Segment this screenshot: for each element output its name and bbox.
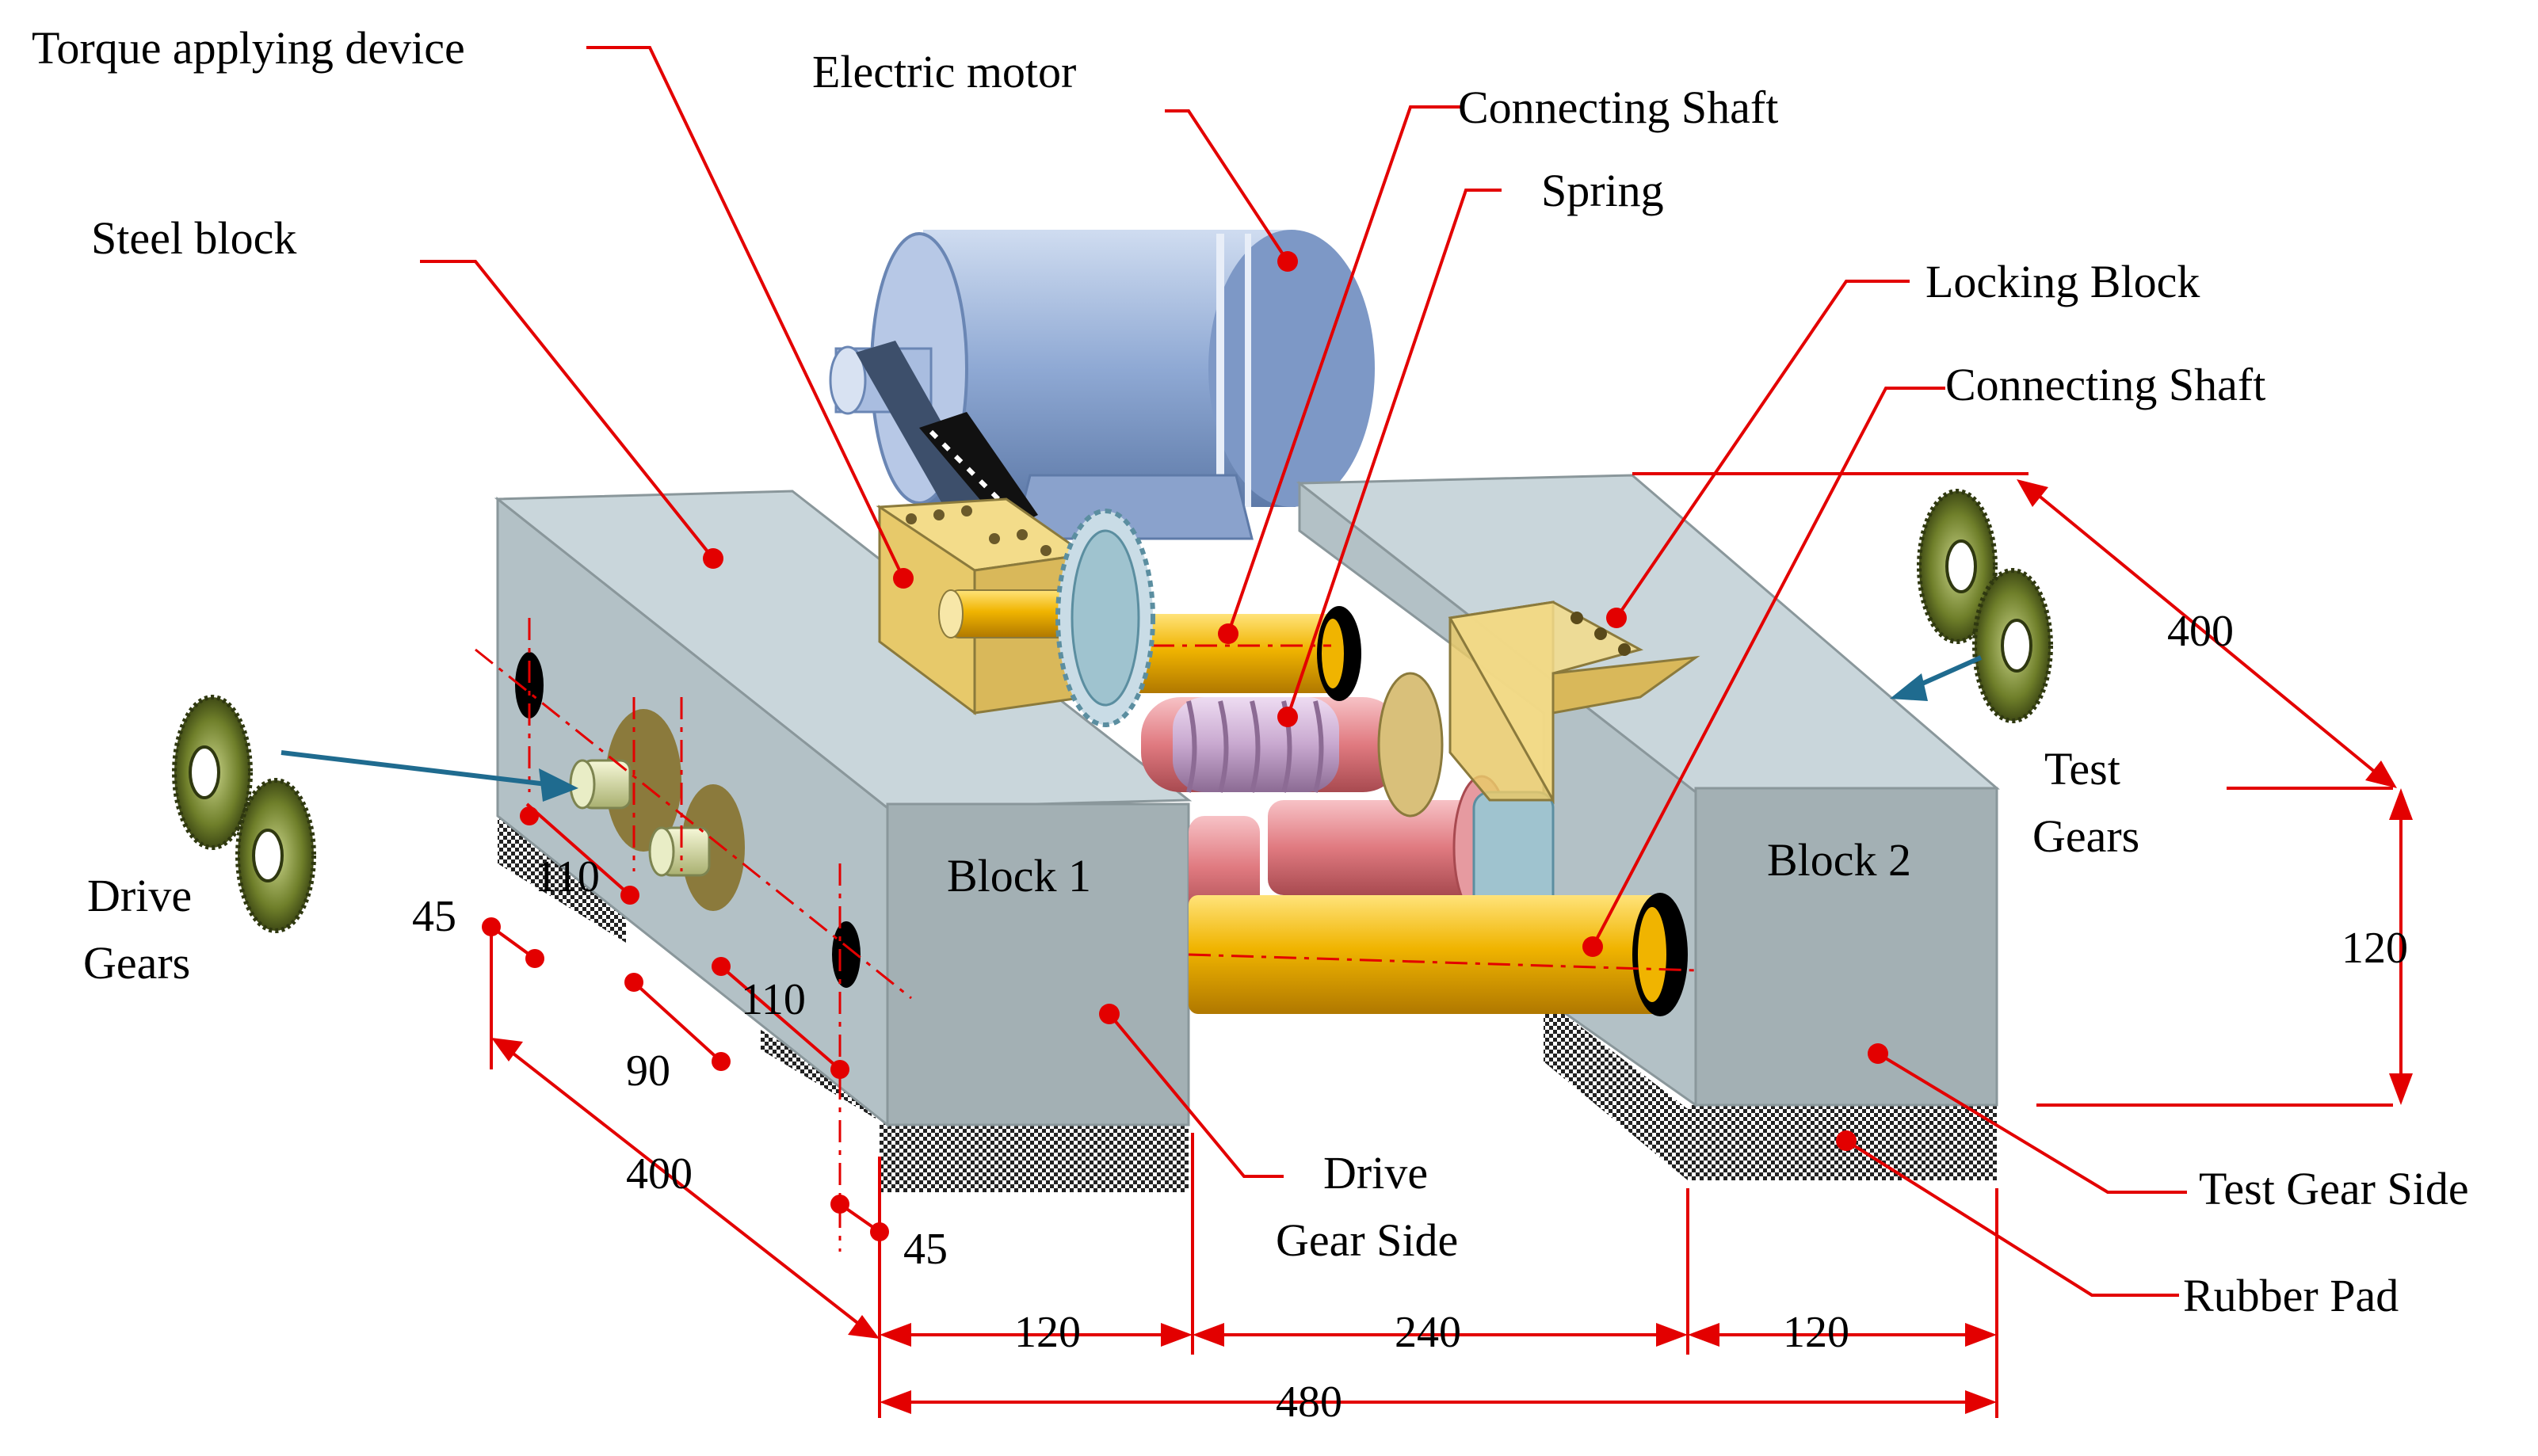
connecting-shaft-lower xyxy=(1188,893,1696,1016)
drive-gear-side-label-line1: Drive xyxy=(1323,1147,1428,1199)
connecting-shaft-top-label: Connecting Shaft xyxy=(1458,82,1778,133)
block-1-label: Block 1 xyxy=(947,850,1091,901)
connecting-shaft-upper xyxy=(1109,606,1361,701)
dim-hole-110-b: 110 xyxy=(741,975,806,1024)
rubber-pad-label: Rubber Pad xyxy=(2183,1270,2399,1321)
connecting-shaft-bottom-label: Connecting Shaft xyxy=(1945,359,2265,410)
component-labels: Torque applying device Electric motor Co… xyxy=(32,22,2469,1321)
dim-height-right: 120 xyxy=(2341,924,2408,973)
dim-hole-110-a: 110 xyxy=(535,852,600,901)
dim-width-block2: 120 xyxy=(1783,1308,1849,1357)
torque-applying-device xyxy=(876,497,1155,727)
dimension-labels: 400 120 400 120 240 120 480 45 110 90 11… xyxy=(412,607,2408,1427)
dim-depth-left: 400 xyxy=(626,1149,693,1199)
test-gears xyxy=(1917,489,2053,723)
dim-gap: 240 xyxy=(1395,1308,1461,1357)
rubber-pads xyxy=(498,816,1997,1192)
block-2-label: Block 2 xyxy=(1767,834,1911,886)
drive-gears-label-line2: Gears xyxy=(83,937,190,989)
dimension-dots xyxy=(482,806,889,1241)
dim-width-block1: 120 xyxy=(1014,1308,1081,1357)
spring xyxy=(1173,697,1339,793)
dim-hole-90: 90 xyxy=(626,1046,670,1096)
steel-block-label: Steel block xyxy=(91,212,296,264)
drive-gear-side-label-line2: Gear Side xyxy=(1276,1214,1458,1266)
leader-lines xyxy=(420,46,2187,1297)
test-gears-label-line2: Gears xyxy=(2032,810,2139,862)
torque-applying-device-label: Torque applying device xyxy=(32,22,465,74)
dim-hole-45-top: 45 xyxy=(412,892,456,941)
dim-depth-right: 400 xyxy=(2167,607,2234,656)
locking-block xyxy=(1448,600,1700,805)
dim-hole-45-bottom: 45 xyxy=(903,1225,948,1274)
test-gear-side-label: Test Gear Side xyxy=(2199,1163,2469,1214)
locking-block-label: Locking Block xyxy=(1925,256,2200,307)
steel-block-1 xyxy=(475,490,1193,1252)
drive-gear-arrow xyxy=(281,750,578,802)
dim-total-width: 480 xyxy=(1276,1378,1342,1427)
test-gear-arrow xyxy=(1890,655,1983,701)
electric-motor-label: Electric motor xyxy=(812,46,1076,97)
spring-label: Spring xyxy=(1541,165,1664,216)
drive-gears xyxy=(172,695,316,933)
test-gears-label-line1: Test xyxy=(2044,743,2120,795)
drive-gears-label-line1: Drive xyxy=(87,870,192,921)
